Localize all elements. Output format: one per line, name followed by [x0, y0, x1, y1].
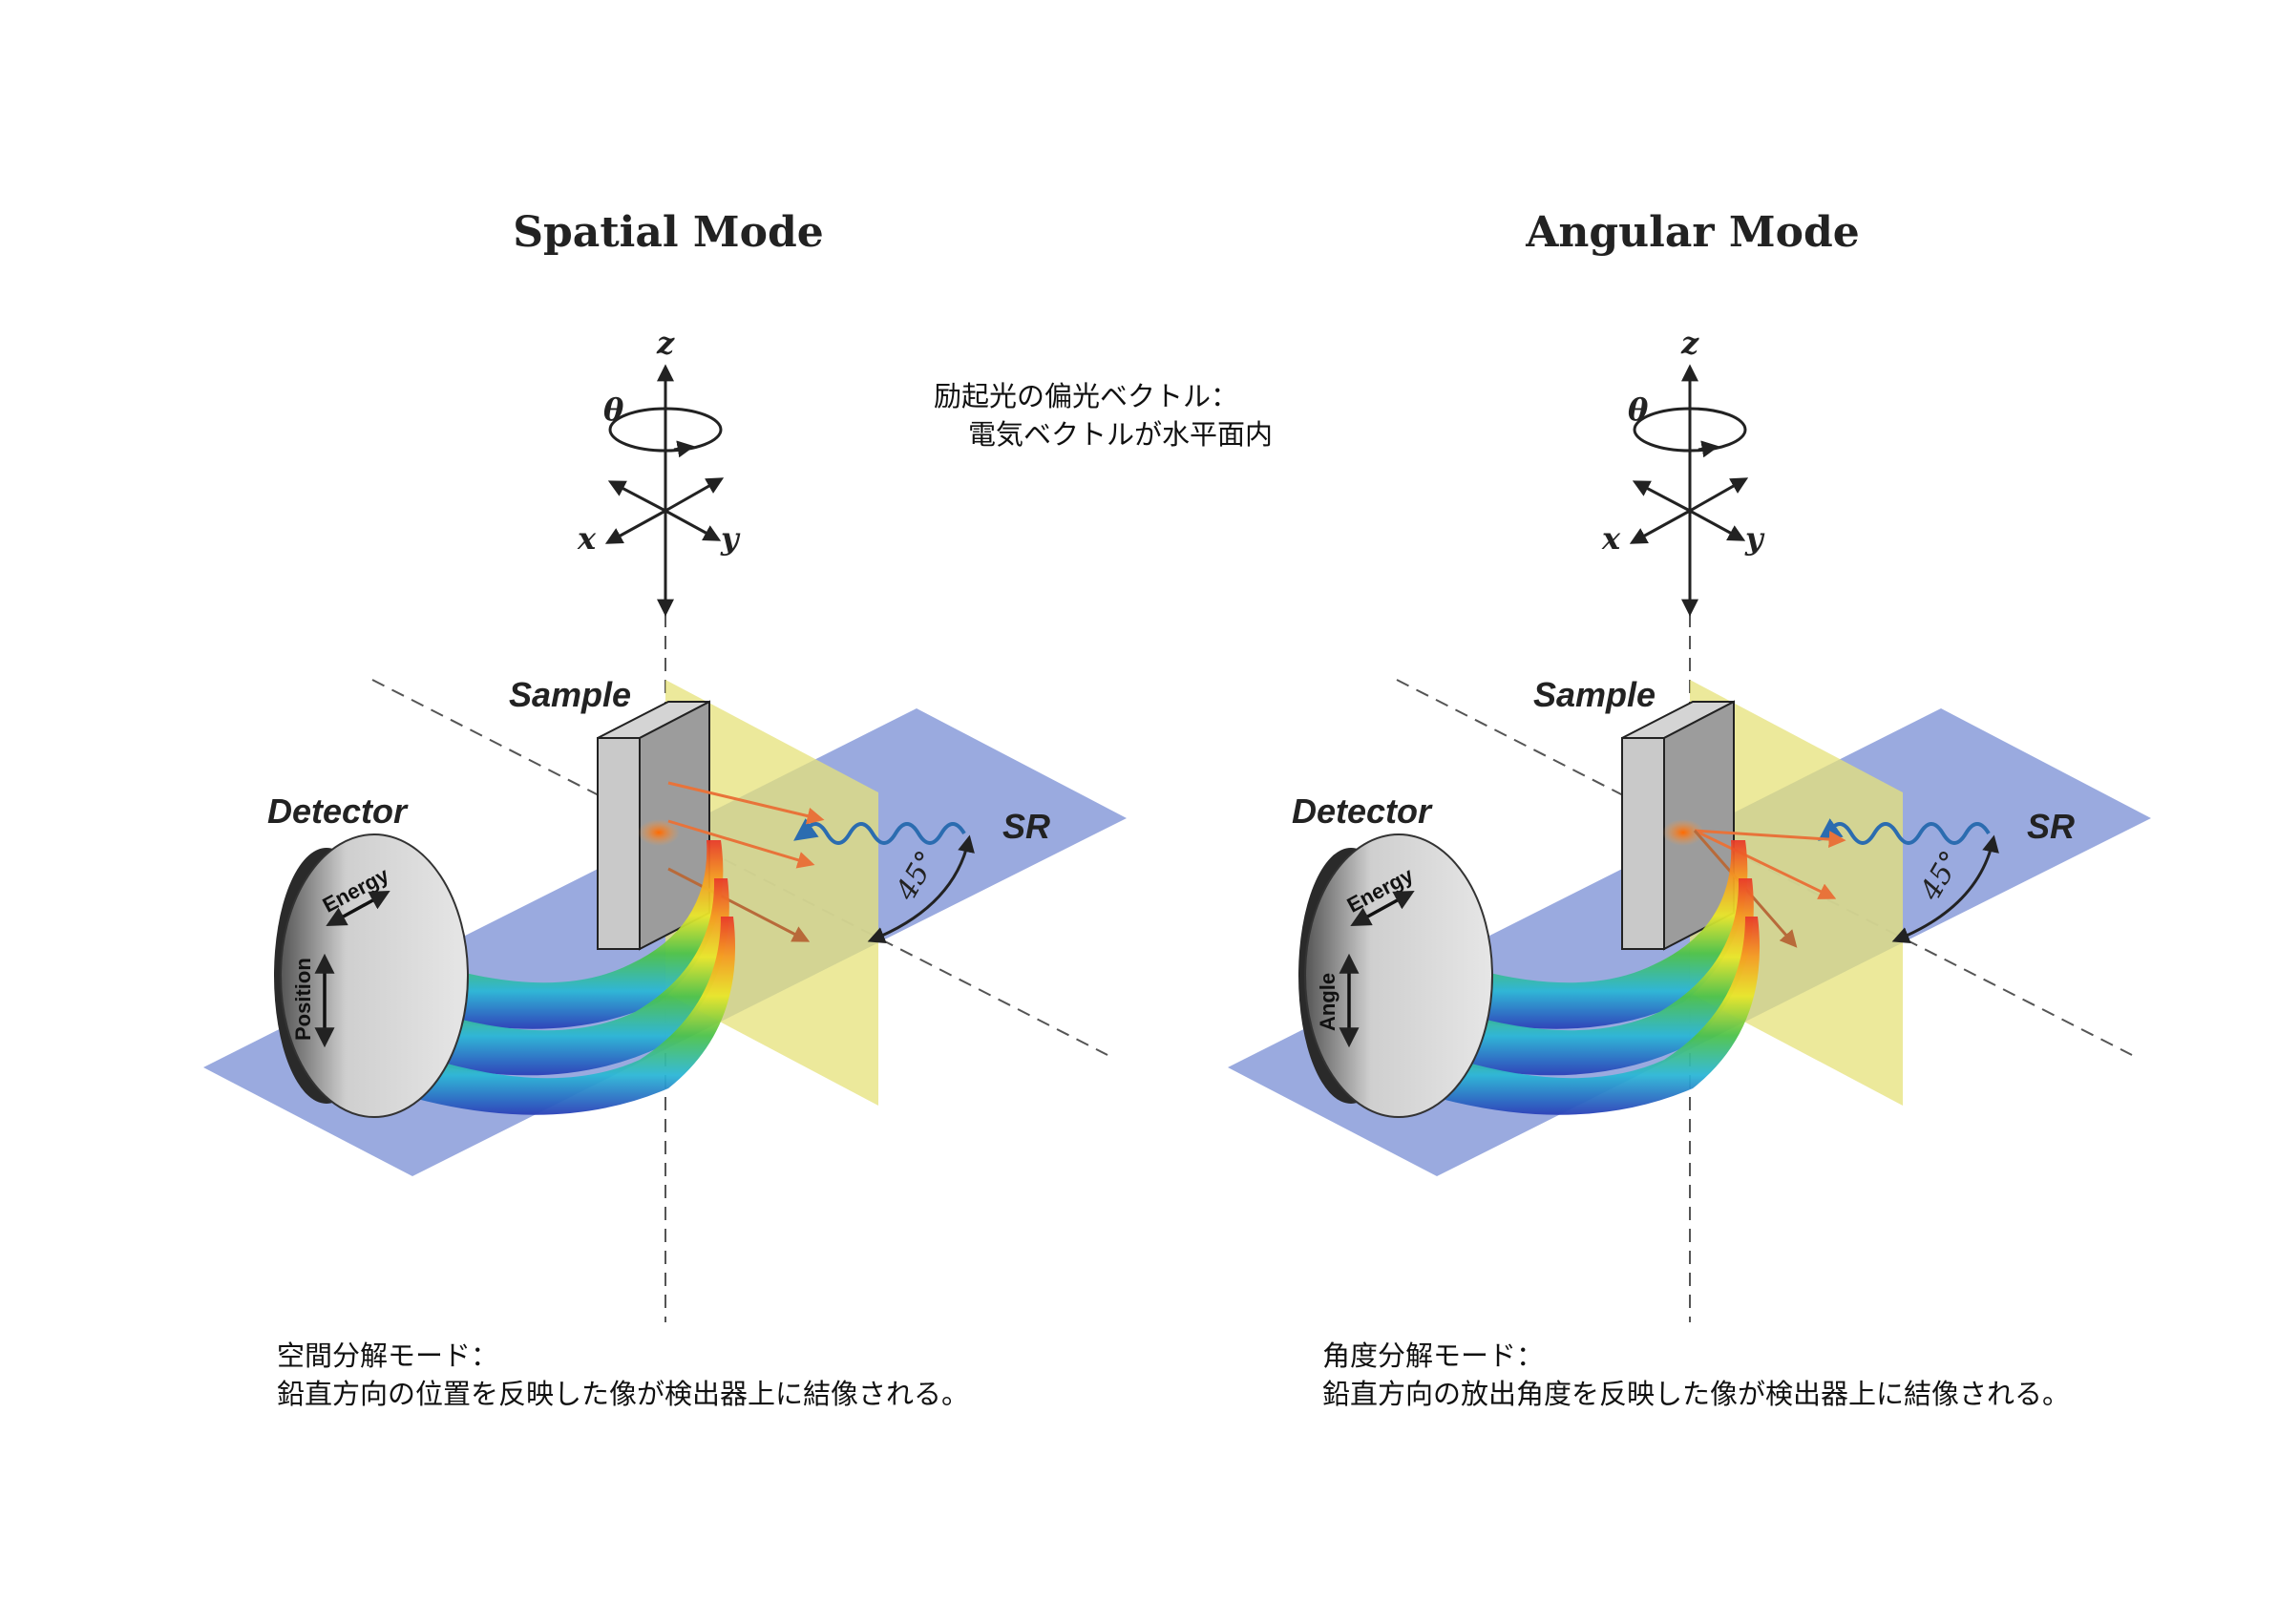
panel-title: Angular Mode — [1525, 208, 1859, 257]
angle-axis-label: Angle — [1316, 973, 1339, 1031]
detector-label: Detector — [1292, 791, 1433, 831]
sample-label: Sample — [1533, 675, 1656, 714]
caption-line1: 空間分解モード： — [277, 1339, 499, 1372]
emission-arrow — [1694, 829, 1837, 899]
emission-arrow — [667, 819, 815, 869]
diagonal-dashed-axis — [371, 679, 1108, 1056]
y-axis-label: y — [1744, 520, 1765, 557]
coordinate-axes — [1629, 364, 1749, 617]
z-axis-label: z — [1680, 325, 1699, 361]
sr-label: SR — [2027, 807, 2075, 846]
polarization-note: 励起光の偏光ベクトル： 電気ベクトルが水平面内 — [934, 377, 1273, 453]
polarization-note-line2: 電気ベクトルが水平面内 — [968, 418, 1274, 451]
theta-label: θ — [1628, 391, 1649, 428]
caption-line2: 鉛直方向の放出角度を反映した像が検出器上に結像される。 — [1322, 1378, 2071, 1410]
polarization-note-line1: 励起光の偏光ベクトル： — [934, 380, 1239, 412]
position-label: Position — [291, 958, 315, 1041]
energy-arrow — [1350, 890, 1415, 927]
panel-title: Spatial Mode — [513, 208, 823, 257]
x-axis-label: x — [577, 520, 597, 557]
y-axis-label: y — [720, 520, 741, 557]
caption-line1: 角度分解モード： — [1322, 1339, 1545, 1372]
diagonal-dashed-axis — [1396, 679, 2133, 1056]
sr-label: SR — [1002, 807, 1050, 846]
caption-line2: 鉛直方向の位置を反映した像が検出器上に結像される。 — [277, 1378, 970, 1410]
emission-arrow — [1694, 829, 1846, 849]
angle-arc — [1891, 834, 1999, 944]
panel-spatial: Spatial Mode 45° — [203, 208, 1127, 1322]
emission-arrow — [667, 781, 825, 825]
z-axis-label: z — [656, 325, 675, 361]
detector-label: Detector — [267, 791, 409, 831]
angle-arc — [867, 834, 975, 944]
emission-arrow — [667, 867, 811, 942]
caption-angular: 角度分解モード： 鉛直方向の放出角度を反映した像が検出器上に結像される。 — [1322, 1337, 2070, 1413]
coordinate-axes — [604, 364, 725, 617]
theta-label: θ — [603, 391, 624, 428]
x-axis-label: x — [1601, 520, 1621, 557]
emission-spot — [1662, 819, 1704, 846]
emission-spot — [638, 819, 680, 846]
sample-label: Sample — [509, 675, 631, 714]
energy-arrow — [326, 890, 390, 927]
panel-angular: Angular Mode 45° Energy — [1228, 208, 2151, 1322]
caption-spatial: 空間分解モード： 鉛直方向の位置を反映した像が検出器上に結像される。 — [277, 1337, 969, 1413]
